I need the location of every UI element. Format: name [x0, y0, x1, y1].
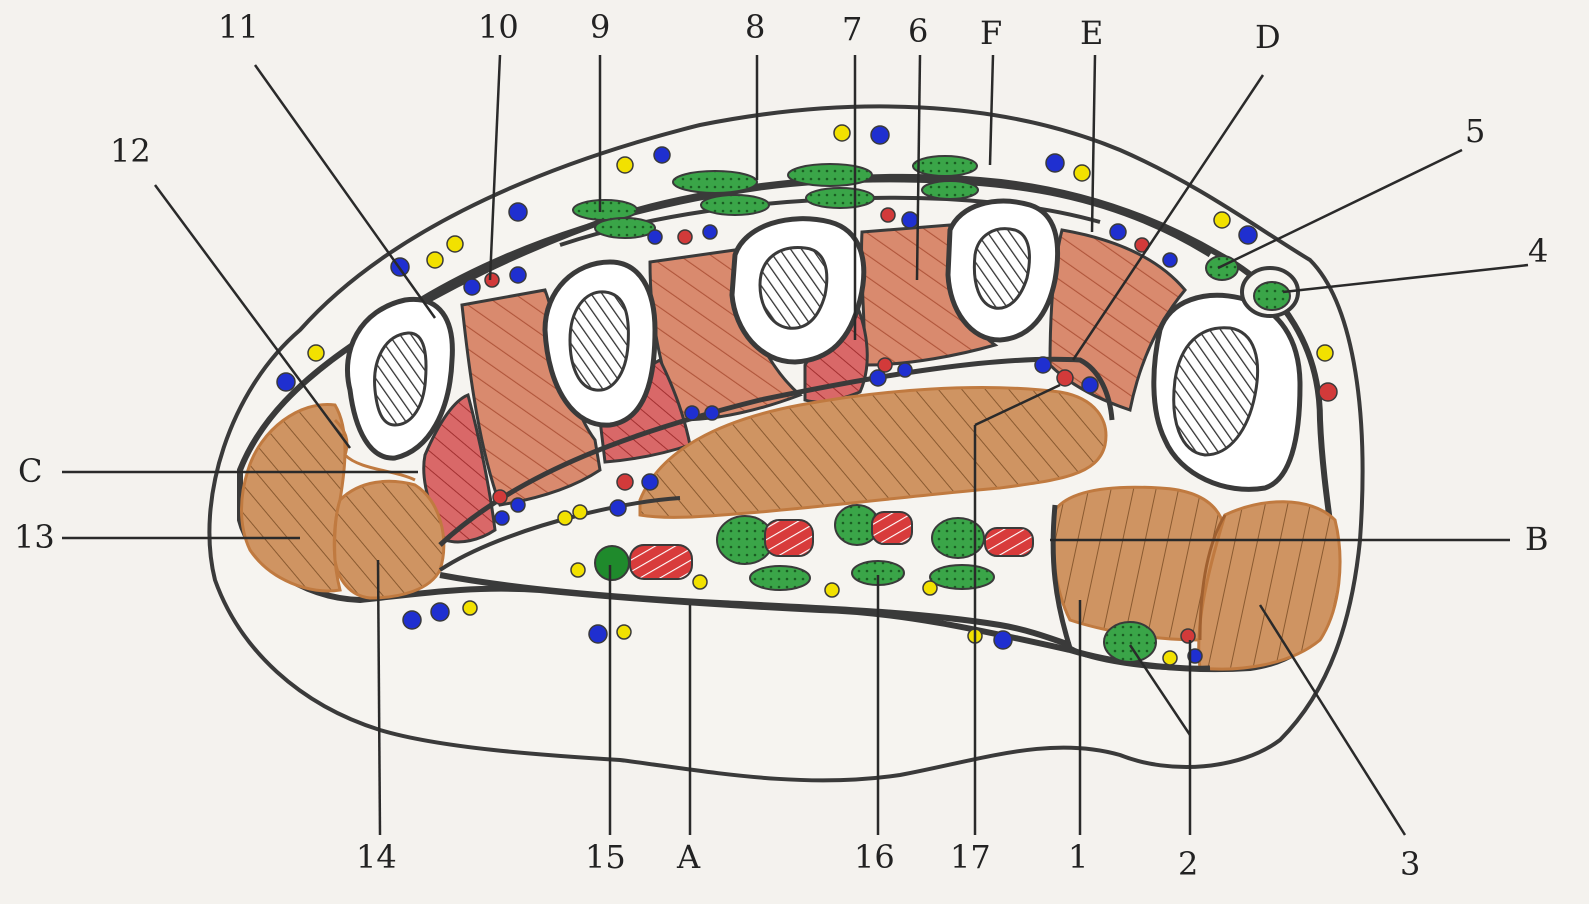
metatarsal-f: [948, 201, 1058, 340]
extensor-tendon-7a: [788, 164, 872, 186]
label-4: 4: [1528, 232, 1548, 270]
extensor-tendon-6b: [922, 181, 978, 199]
label-e: E: [1080, 14, 1103, 52]
plantar-muscle-14: [335, 481, 444, 598]
label-15: 15: [585, 838, 626, 876]
label-b: B: [1525, 520, 1549, 558]
extensor-tendon-9a: [573, 200, 637, 220]
extensor-tendon-6a: [913, 156, 977, 176]
label-9: 9: [590, 8, 610, 46]
extensor-tendon-9b: [595, 218, 655, 238]
label-f: F: [980, 14, 1002, 52]
label-14: 14: [356, 838, 397, 876]
flexor-hallucis-tendon-2: [1104, 622, 1156, 662]
label-a: A: [676, 838, 701, 876]
label-5: 5: [1465, 112, 1485, 150]
lumbrical-tendon-1: [750, 566, 810, 590]
label-16: 16: [854, 838, 895, 876]
lumbrical-tendon-3: [930, 565, 994, 589]
extensor-tendon-8b: [701, 195, 769, 215]
label-6: 6: [908, 12, 928, 50]
label-12: 12: [110, 132, 151, 170]
extensor-tendon-8a: [673, 171, 757, 193]
extensor-tendon-7b: [806, 188, 874, 208]
label-3: 3: [1400, 845, 1420, 883]
label-7: 7: [842, 10, 862, 48]
label-c: C: [18, 452, 42, 490]
metatarsal-8: [732, 219, 864, 362]
label-17: 17: [950, 838, 991, 876]
label-11: 11: [218, 8, 259, 46]
label-10: 10: [478, 8, 519, 46]
label-13: 13: [14, 518, 55, 556]
label-2: 2: [1178, 845, 1198, 883]
label-8: 8: [745, 8, 765, 46]
label-d: D: [1255, 18, 1281, 56]
label-1: 1: [1068, 838, 1088, 876]
flexor-tendon-group-1: [717, 516, 813, 564]
metatarsal-first: [1154, 295, 1300, 489]
